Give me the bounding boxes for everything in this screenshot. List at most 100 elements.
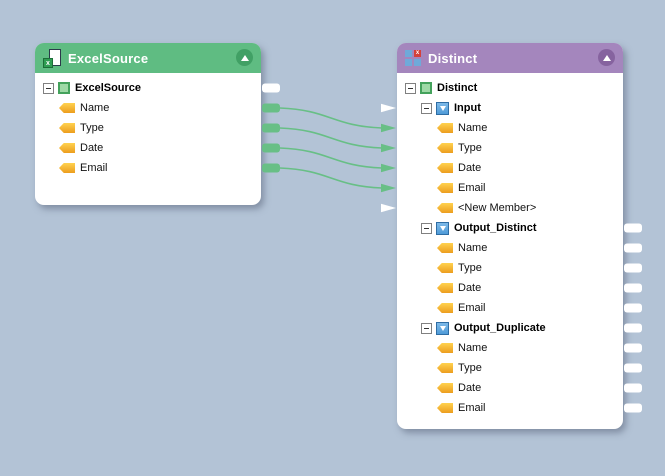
tree-row-label: Type [80,122,104,134]
input-port[interactable] [381,103,396,113]
tree-row[interactable]: Date [35,138,280,158]
input-port[interactable] [381,143,396,153]
tree-row[interactable]: Name [35,98,280,118]
chevron-up-icon [240,54,249,61]
tree-expander-minus-icon[interactable] [405,82,416,94]
root-icon [420,82,432,94]
output-port[interactable] [262,143,280,153]
tree-row-label: Email [80,162,108,174]
output-port[interactable] [262,83,280,93]
field-icon [437,363,453,373]
field-icon [437,343,453,353]
field-icon [437,123,453,133]
tree-row-label: Output_Duplicate [454,322,546,334]
output-port[interactable] [262,123,280,133]
collection-icon [436,321,449,335]
node-header[interactable]: x Distinct [397,43,623,73]
tree-row-label: Email [458,402,486,414]
tree-row[interactable]: Email [381,178,623,198]
connection-line[interactable] [279,167,383,189]
tree-row[interactable]: Name [381,118,623,138]
tree-row-label: ExcelSource [75,82,142,94]
tree-row-label: Type [458,142,482,154]
tree-row-label: Name [458,342,488,354]
tree-row-label: Date [458,282,482,294]
collection-icon [436,221,449,235]
output-port[interactable] [624,263,642,273]
field-icon [437,263,453,273]
chevron-up-icon [602,54,611,61]
tree-row[interactable]: Date [397,278,642,298]
tree-row-label: Input [454,102,481,114]
input-port[interactable] [381,123,396,133]
tree-expander-minus-icon[interactable] [421,222,432,234]
output-port[interactable] [624,403,642,413]
input-port[interactable] [381,163,396,173]
tree-row[interactable]: Name [397,238,642,258]
tree-row[interactable]: ExcelSource [35,78,280,98]
output-port[interactable] [624,343,642,353]
tree-row[interactable]: Date [397,378,642,398]
collapse-node-button[interactable] [598,49,615,66]
tree-row[interactable]: Email [397,398,642,418]
field-icon [437,203,453,213]
output-port[interactable] [624,383,642,393]
output-port[interactable] [624,283,642,293]
output-port[interactable] [624,223,642,233]
connection-line[interactable] [279,127,383,149]
tree-row[interactable]: Email [397,298,642,318]
tree-row-label: Output_Distinct [454,222,537,234]
output-port[interactable] [624,363,642,373]
tree-row[interactable]: Type [35,118,280,138]
tree-expander-minus-icon[interactable] [421,102,432,114]
tree-expander-minus-icon[interactable] [43,82,54,94]
connection-line[interactable] [279,147,383,169]
tree-row-label: Date [80,142,104,154]
tree-row[interactable]: Date [381,158,623,178]
output-port[interactable] [624,303,642,313]
output-port[interactable] [262,163,280,173]
field-icon [437,283,453,293]
field-icon [59,143,75,153]
tree-row[interactable]: Output_Distinct [397,218,642,238]
root-icon [58,82,70,94]
output-port[interactable] [624,243,642,253]
field-icon [59,103,75,113]
input-port[interactable] [381,183,396,193]
field-icon [437,143,453,153]
tree-row[interactable]: Email [35,158,280,178]
tree-row-label: <New Member> [458,202,537,214]
field-icon [59,123,75,133]
tree-row[interactable]: Type [381,138,623,158]
collection-icon [436,101,449,115]
tree-row[interactable]: Distinct [397,78,623,98]
tree-row-label: Date [458,162,482,174]
field-icon [437,183,453,193]
output-port[interactable] [262,103,280,113]
tree-row[interactable]: Type [397,358,642,378]
field-icon [437,383,453,393]
node-title: Distinct [428,50,478,66]
node-header[interactable]: x ExcelSource [35,43,261,73]
tree-row[interactable]: Name [397,338,642,358]
node-title: ExcelSource [68,50,149,66]
connection-line[interactable] [279,107,383,129]
input-port[interactable] [381,203,396,213]
output-port[interactable] [624,323,642,333]
tree-expander-minus-icon[interactable] [421,322,432,334]
tree-row[interactable]: Type [397,258,642,278]
tree-row-label: Name [458,242,488,254]
tree-row[interactable]: Input [381,98,623,118]
tree-row-label: Name [80,102,110,114]
collapse-node-button[interactable] [236,49,253,66]
tree-row[interactable]: <New Member> [381,198,623,218]
tree-row[interactable]: Output_Duplicate [397,318,642,338]
excel-file-icon: x [43,48,61,68]
field-icon [437,403,453,413]
field-icon [437,163,453,173]
